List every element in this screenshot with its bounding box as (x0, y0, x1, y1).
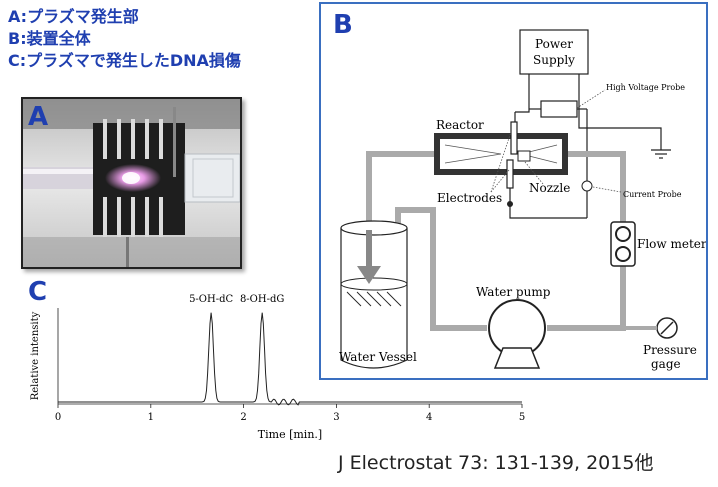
power-supply-box (519, 29, 589, 75)
legend-b: B:装置全体 (8, 29, 91, 48)
water-vessel-label: Water Vessel (339, 350, 417, 364)
x-tick-label: 5 (519, 412, 525, 423)
nozzle-label: Nozzle (529, 181, 570, 195)
plasma-photo-drawing (23, 99, 240, 267)
x-tick-label: 1 (148, 412, 154, 423)
power-supply-label-2: Supply (533, 53, 575, 67)
apparatus-diagram: Power Supply High Voltage Probe (319, 2, 708, 380)
peak-label: 8-OH-dG (240, 294, 284, 305)
apparatus-svg: Power Supply High Voltage Probe (339, 29, 707, 371)
pressure-gage-label-2: gage (651, 357, 681, 371)
water-vessel (340, 228, 408, 369)
flow-meter-label: Flow meter (637, 237, 706, 251)
x-tick-label: 3 (333, 412, 339, 423)
chromatogram-trace (58, 312, 522, 406)
water-pump-label: Water pump (476, 285, 551, 299)
x-tick-label: 4 (426, 412, 432, 423)
panel-a-label: A (28, 102, 49, 132)
power-supply-label-1: Power (535, 37, 573, 51)
x-axis-label: Time [min.] (258, 428, 322, 441)
reactor-label: Reactor (436, 118, 484, 132)
panel-c-label: C (28, 277, 48, 307)
x-tick-label: 0 (55, 412, 61, 423)
electrodes-label: Electrodes (437, 191, 502, 205)
citation: J Electrostat 73: 131-139, 2015他 (338, 452, 654, 474)
high-voltage-probe-label: High Voltage Probe (606, 83, 685, 92)
pressure-gage-label-1: Pressure (643, 343, 697, 357)
legend-a: A:プラズマ発生部 (8, 7, 139, 26)
current-probe-label: Current Probe (623, 190, 682, 199)
peak-label: 5-OH-dC (189, 294, 233, 305)
x-tick-label: 2 (240, 412, 246, 423)
legend: A:プラズマ発生部 B:装置全体 C:プラズマで発生したDNA損傷 (8, 6, 241, 72)
panel-b-label: B (333, 10, 353, 40)
high-voltage-probe-box (540, 100, 578, 118)
legend-c: C:プラズマで発生したDNA損傷 (8, 51, 241, 70)
chromatogram: Relative intensity Time [min.] 0 1 2 3 4 5 5-… (30, 294, 525, 441)
plasma-photo (21, 97, 242, 269)
y-axis-label: Relative intensity (30, 311, 41, 400)
